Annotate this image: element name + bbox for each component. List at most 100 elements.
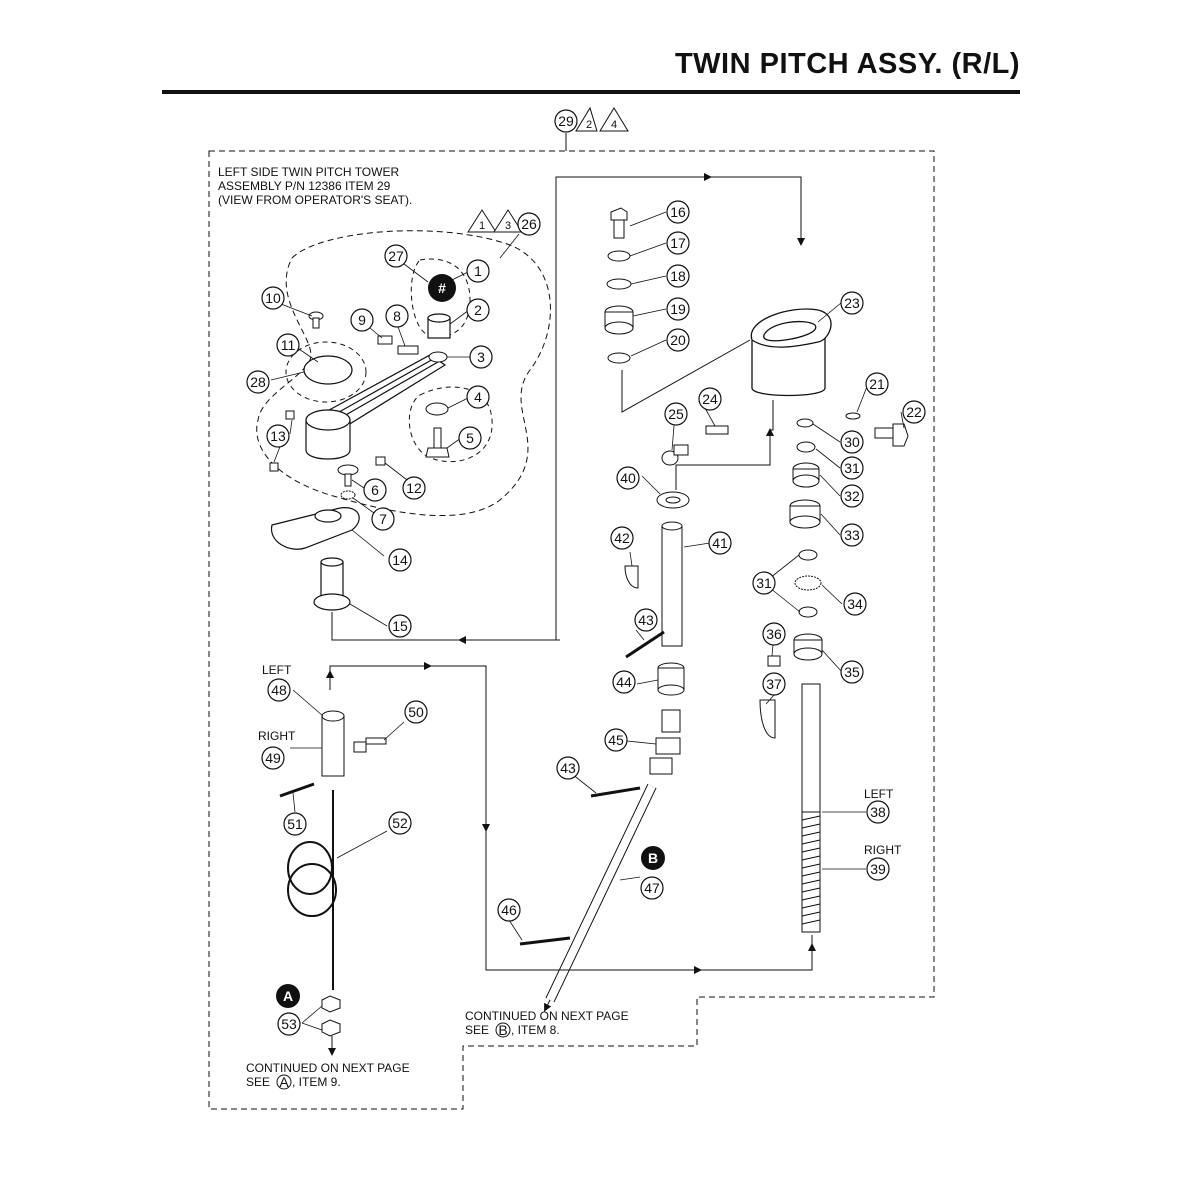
callout-circle bbox=[640, 876, 664, 900]
key-42-part bbox=[624, 565, 639, 589]
callout-circle bbox=[843, 592, 867, 616]
callout-number: 22 bbox=[906, 404, 922, 420]
washer-31b-part bbox=[798, 549, 818, 561]
clip-30-part bbox=[796, 418, 814, 428]
knob-part bbox=[428, 274, 456, 302]
callout-circle bbox=[469, 345, 493, 369]
continued-b-item: , ITEM 8. bbox=[511, 1023, 560, 1037]
callout-circle bbox=[612, 670, 636, 694]
bolt-15-part bbox=[610, 207, 628, 239]
callout-circle bbox=[466, 259, 490, 283]
callout-circle bbox=[840, 456, 864, 480]
callout-number: 31 bbox=[756, 575, 772, 591]
rev-triangle-26-2 bbox=[493, 209, 523, 233]
washer-17-part bbox=[606, 278, 632, 290]
washer-3-part bbox=[428, 351, 448, 363]
housing-23-part bbox=[750, 308, 832, 397]
callout-circle bbox=[840, 523, 864, 547]
hub-part bbox=[305, 409, 351, 460]
rev-mark-top-2: 4 bbox=[611, 119, 617, 131]
collar-33-part bbox=[789, 499, 821, 529]
pin-43a-part bbox=[625, 630, 665, 659]
rev-triangle-top-1 bbox=[575, 106, 598, 132]
ref-a-inline: A bbox=[279, 1074, 289, 1090]
label-right-39: RIGHT bbox=[864, 843, 902, 857]
bushing-part bbox=[427, 313, 451, 339]
rev-triangle-26-1 bbox=[467, 209, 497, 233]
callout-number: 4 bbox=[474, 389, 482, 405]
callout-number: 23 bbox=[844, 295, 860, 311]
callout-circle bbox=[666, 200, 690, 224]
callout-circle bbox=[840, 291, 864, 315]
callout-number: 16 bbox=[670, 204, 686, 220]
continued-a-item: , ITEM 9. bbox=[292, 1075, 341, 1089]
bearing-32-part bbox=[792, 462, 820, 488]
group-28-outline bbox=[285, 341, 367, 403]
callout-number: 20 bbox=[670, 332, 686, 348]
cable-52-part bbox=[287, 790, 337, 990]
callout-circle bbox=[666, 297, 690, 321]
washer-4-part bbox=[425, 402, 449, 416]
callout-circle bbox=[664, 402, 688, 426]
callout-number: 1 bbox=[474, 263, 482, 279]
callout-circle bbox=[388, 548, 412, 572]
callout-circle bbox=[634, 608, 658, 632]
continued-b-see: SEE bbox=[465, 1023, 489, 1037]
bolt-22-part bbox=[874, 423, 909, 447]
ref-a-badge-text: A bbox=[283, 988, 293, 1004]
key-37-part bbox=[759, 699, 776, 739]
callout-circle bbox=[866, 800, 890, 824]
callout-circle bbox=[363, 478, 387, 502]
callout-circle bbox=[708, 531, 732, 555]
ref-a-inline-circle bbox=[276, 1074, 292, 1090]
pin-43b-part bbox=[590, 786, 641, 798]
callout-number: 30 bbox=[844, 434, 860, 450]
ref-b-badge-text: B bbox=[648, 850, 658, 866]
ref-b-inline-circle bbox=[495, 1022, 511, 1038]
washer-40-part bbox=[656, 491, 690, 509]
lockwasher-21-part bbox=[845, 412, 861, 420]
callout-circle bbox=[666, 328, 690, 352]
setscrew-13a-part bbox=[285, 410, 295, 420]
callout-number: 2 bbox=[474, 302, 482, 318]
callout-number: 45 bbox=[608, 732, 624, 748]
callout-circle bbox=[517, 212, 541, 236]
label-left-48: LEFT bbox=[262, 663, 292, 677]
coupler-44-part bbox=[657, 662, 685, 696]
callout-number: 14 bbox=[392, 552, 408, 568]
leadscrew-38-39-part bbox=[801, 683, 821, 933]
continued-a-line1: CONTINUED ON NEXT PAGE bbox=[246, 1061, 410, 1075]
callout-number: 51 bbox=[287, 816, 303, 832]
callout-number: 10 bbox=[265, 290, 281, 306]
nut-53a-part bbox=[321, 995, 341, 1013]
callout-number: 44 bbox=[616, 674, 632, 690]
callout-circle bbox=[752, 571, 776, 595]
callout-number: 36 bbox=[766, 626, 782, 642]
callout-circle bbox=[610, 526, 634, 550]
callout-number: 21 bbox=[869, 376, 885, 392]
group-1-2-outline bbox=[410, 258, 471, 338]
callout-number: 32 bbox=[844, 488, 860, 504]
callout-number: 39 bbox=[870, 861, 886, 877]
nut-53b-part bbox=[321, 1019, 341, 1037]
fitting-8-part bbox=[397, 345, 419, 355]
cap-plate-part bbox=[303, 355, 353, 385]
callout-number: 48 bbox=[271, 682, 287, 698]
callout-circle bbox=[554, 109, 578, 133]
callout-circle bbox=[466, 385, 490, 409]
tower-note-line1: LEFT SIDE TWIN PITCH TOWER bbox=[218, 165, 399, 179]
callout-number: 53 bbox=[281, 1016, 297, 1032]
rev-triangle-top-2 bbox=[599, 107, 629, 132]
callout-number: 15 bbox=[392, 618, 408, 634]
fitting-9-part bbox=[377, 335, 393, 345]
base-plate-14-part bbox=[271, 507, 360, 550]
callout-circle bbox=[283, 812, 307, 836]
callout-number: 35 bbox=[844, 664, 860, 680]
callout-circle bbox=[666, 264, 690, 288]
rev-mark-26-2: 3 bbox=[505, 220, 511, 232]
callout-circle bbox=[261, 286, 285, 310]
setscrew-12-part bbox=[375, 456, 386, 466]
callout-number: 17 bbox=[670, 235, 686, 251]
sleeve-48-49-part bbox=[321, 710, 345, 777]
